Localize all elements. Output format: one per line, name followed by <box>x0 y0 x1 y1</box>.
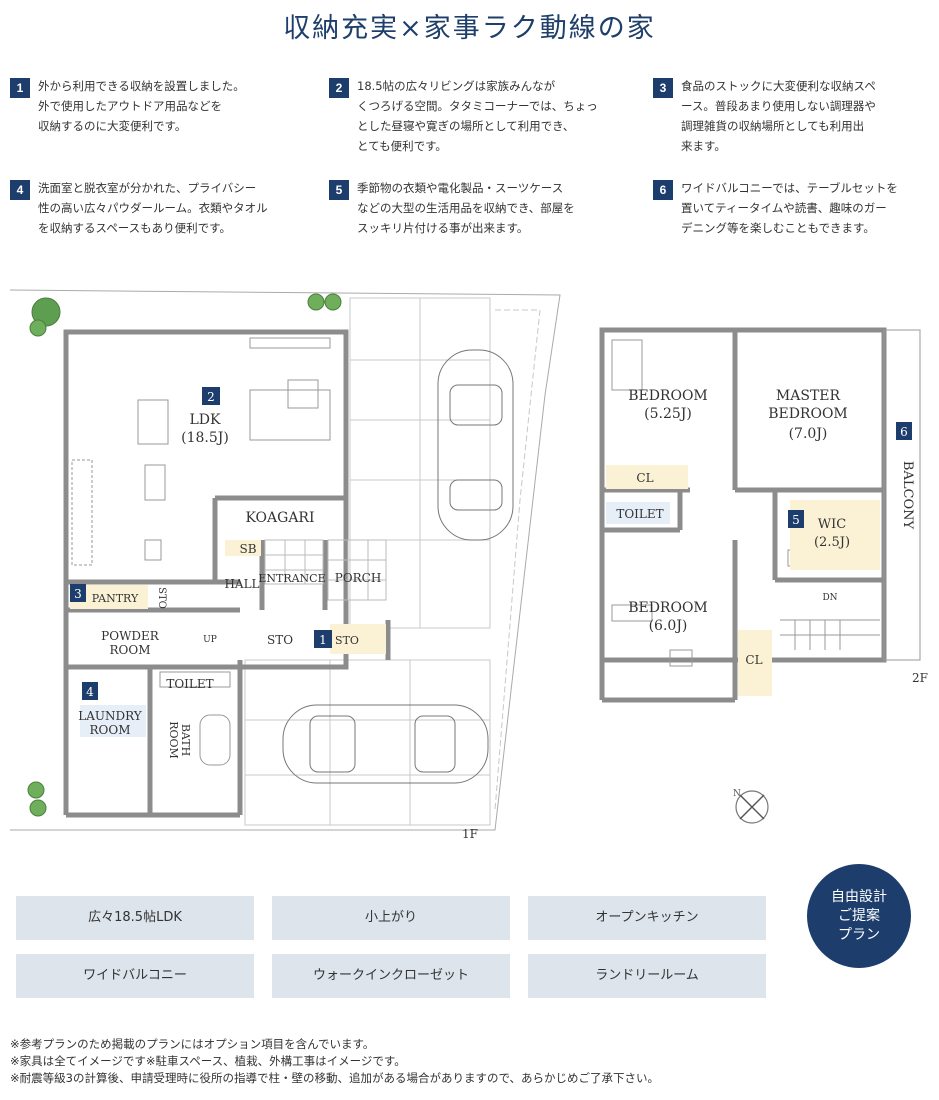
laundry-highlight <box>80 705 146 737</box>
room-sb: SB <box>239 542 256 556</box>
room-bedroom-1-size: (5.25J) <box>644 406 692 422</box>
room-ldk-size: (18.5J) <box>181 430 229 446</box>
floor-2-label: 2F <box>912 671 928 685</box>
feature-2: 2 18.5帖の広々リビングは家族みんなが くつろげる空間。タタミコーナーでは、… <box>329 76 619 156</box>
footnote-3: ※耐震等級3の計算後、申請受理時に役所の指導で柱・壁の移動、追加がある場合があり… <box>10 1071 659 1085</box>
wic-highlight <box>790 500 880 570</box>
floor-1-label: 1F <box>462 827 478 841</box>
feature-text: 季節物の衣類や電化製品・スーツケース などの大型の生活用品を収納でき、部屋を ス… <box>357 181 575 235</box>
room-powder-2: ROOM <box>110 643 151 657</box>
sto-highlight <box>330 624 386 654</box>
sb-highlight <box>225 540 261 556</box>
room-pantry: PANTRY <box>92 592 139 605</box>
compass-icon: N <box>733 789 769 824</box>
room-cl-2: CL <box>745 653 762 667</box>
marker-6 <box>896 422 912 440</box>
feature-number: 4 <box>10 180 30 200</box>
room-laundry: LAUNDRY <box>78 709 143 723</box>
footnote-1: ※参考プランのため掲載のプランにはオプション項目を含んでいます。 <box>10 1037 375 1051</box>
marker-5-label: 5 <box>792 513 800 527</box>
room-wic: WIC <box>818 517 846 532</box>
room-koagari: KOAGARI <box>245 510 314 526</box>
custom-design-badge: 自由設計 ご提案 プラン <box>807 864 911 968</box>
badge-text: 自由設計 ご提案 プラン <box>831 888 887 943</box>
feature-text: 食品のストックに大変便利な収納スペ ース。普段あまり使用しない調理器や 調理雑貨… <box>681 79 876 153</box>
feature-6: 6 ワイドバルコニーでは、テーブルセットを 置いてティータイムや読書、趣味のガー… <box>653 178 938 238</box>
label-dn: DN <box>822 593 837 603</box>
footnote-2: ※家具は全てイメージです※駐車スペース、植栽、外構工事はイメージです。 <box>10 1054 406 1068</box>
marker-1-label: 1 <box>319 633 327 647</box>
room-sto-vertical: STO <box>156 587 167 609</box>
room-bedroom-2-size: (6.0J) <box>649 618 688 634</box>
toilet2-highlight <box>606 502 670 524</box>
room-master-2: BEDROOM <box>768 406 848 422</box>
feature-text: 外から利用できる収納を設置しました。 外で使用したアウトドア用品などを 収納する… <box>38 79 245 133</box>
tag-ldk: 広々18.5帖LDK <box>16 896 254 940</box>
room-toilet-2: TOILET <box>616 507 663 521</box>
feature-number: 3 <box>653 78 673 98</box>
room-laundry-2: ROOM <box>90 723 131 737</box>
floor-1-plan <box>9 289 561 831</box>
compass-north: N <box>733 789 741 799</box>
room-toilet: TOILET <box>166 677 213 691</box>
room-bedroom-2: BEDROOM <box>628 600 708 616</box>
room-cl-1: CL <box>636 471 653 485</box>
room-balcony: BALCONY <box>900 461 915 530</box>
marker-4-label: 4 <box>86 685 94 699</box>
feature-number: 6 <box>653 180 673 200</box>
tag-koagari: 小上がり <box>272 896 510 940</box>
marker-2 <box>202 387 220 405</box>
marker-2-label: 2 <box>207 390 215 404</box>
room-sto-outdoor: STO <box>335 634 359 647</box>
feature-number: 1 <box>10 78 30 98</box>
label-up: UP <box>203 635 217 645</box>
room-ldk: LDK <box>190 412 222 428</box>
tag-laundry-room: ランドリールーム <box>528 954 766 998</box>
room-porch: PORCH <box>335 571 382 585</box>
page-title: 収納充実×家事ラク動線の家 <box>283 13 656 44</box>
feature-number: 5 <box>329 180 349 200</box>
room-hall: HALL <box>224 577 259 591</box>
marker-3-label: 3 <box>74 587 82 601</box>
room-sto: STO <box>267 633 293 647</box>
footnotes: ※参考プランのため掲載のプランにはオプション項目を含んでいます。 ※家具は全てイ… <box>10 1036 930 1087</box>
room-master: MASTER <box>776 388 841 404</box>
room-bath-2: ROOM <box>167 721 180 759</box>
marker-6-label: 6 <box>900 425 908 439</box>
floor-plan: 2 LDK (18.5J) KOAGARI SB HALL ENTRANCE P… <box>9 289 928 841</box>
marker-5 <box>788 510 804 528</box>
floor-1-labels: 2 LDK (18.5J) KOAGARI SB HALL ENTRANCE P… <box>70 387 478 841</box>
tag-walk-in-closet: ウォークインクローゼット <box>272 954 510 998</box>
feature-text: 18.5帖の広々リビングは家族みんなが くつろげる空間。タタミコーナーでは、ちょ… <box>357 79 598 153</box>
feature-5: 5 季節物の衣類や電化製品・スーツケース などの大型の生活用品を収納でき、部屋を… <box>329 178 629 238</box>
feature-4: 4 洗面室と脱衣室が分かれた、プライバシー 性の高い広々パウダールーム。衣類やタ… <box>10 178 315 238</box>
room-wic-size: (2.5J) <box>814 535 850 550</box>
marker-3 <box>70 584 86 602</box>
room-bedroom-1: BEDROOM <box>628 388 708 404</box>
room-powder: POWDER <box>101 629 160 643</box>
feature-1: 1 外から利用できる収納を設置しました。 外で使用したアウトドア用品などを 収納… <box>10 76 280 136</box>
room-bath: BATH <box>179 724 192 756</box>
marker-4 <box>82 682 98 700</box>
cl2-highlight <box>738 630 772 696</box>
cl1-highlight <box>606 465 688 489</box>
feature-text: 洗面室と脱衣室が分かれた、プライバシー 性の高い広々パウダールーム。衣類やタオル… <box>38 181 268 235</box>
feature-number: 2 <box>329 78 349 98</box>
marker-1 <box>314 630 332 648</box>
feature-3: 3 食品のストックに大変便利な収納スペ ース。普段あまり使用しない調理器や 調理… <box>653 76 923 156</box>
room-master-size: (7.0J) <box>789 426 828 442</box>
floor-2-labels: BEDROOM (5.25J) MASTER BEDROOM (7.0J) CL… <box>616 388 928 685</box>
feature-text: ワイドバルコニーでは、テーブルセットを 置いてティータイムや読書、趣味のガー デ… <box>681 181 898 235</box>
tag-open-kitchen: オープンキッチン <box>528 896 766 940</box>
tag-wide-balcony: ワイドバルコニー <box>16 954 254 998</box>
room-entrance: ENTRANCE <box>258 572 325 585</box>
